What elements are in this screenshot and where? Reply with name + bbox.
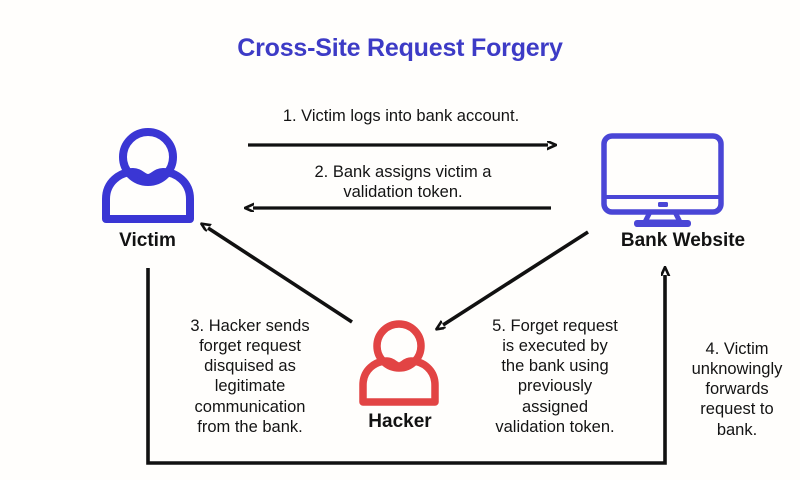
bank-monitor-icon bbox=[601, 133, 724, 227]
step-5-label: 5. Forget request is executed by the ban… bbox=[492, 317, 618, 436]
victim-node-label: Victim bbox=[119, 230, 176, 251]
page-title: Cross-Site Request Forgery bbox=[237, 34, 563, 62]
step-3-label: 3. Hacker sends forget request disquised… bbox=[190, 317, 310, 436]
step-3-arrow bbox=[208, 228, 353, 324]
step-4-arrow bbox=[146, 268, 665, 465]
step-2-label: 2. Bank assigns victim a validation toke… bbox=[314, 163, 492, 202]
hacker-person-icon bbox=[359, 320, 439, 406]
victim-person-icon bbox=[102, 128, 194, 223]
bank-node-label: Bank Website bbox=[620, 230, 746, 251]
step-5-arrow bbox=[443, 230, 589, 325]
step-1-label: 1. Victim logs into bank account. bbox=[282, 107, 520, 125]
step-4-label: 4. Victim unknowingly forwards request t… bbox=[691, 340, 783, 439]
hacker-node-label: Hacker bbox=[368, 411, 432, 432]
